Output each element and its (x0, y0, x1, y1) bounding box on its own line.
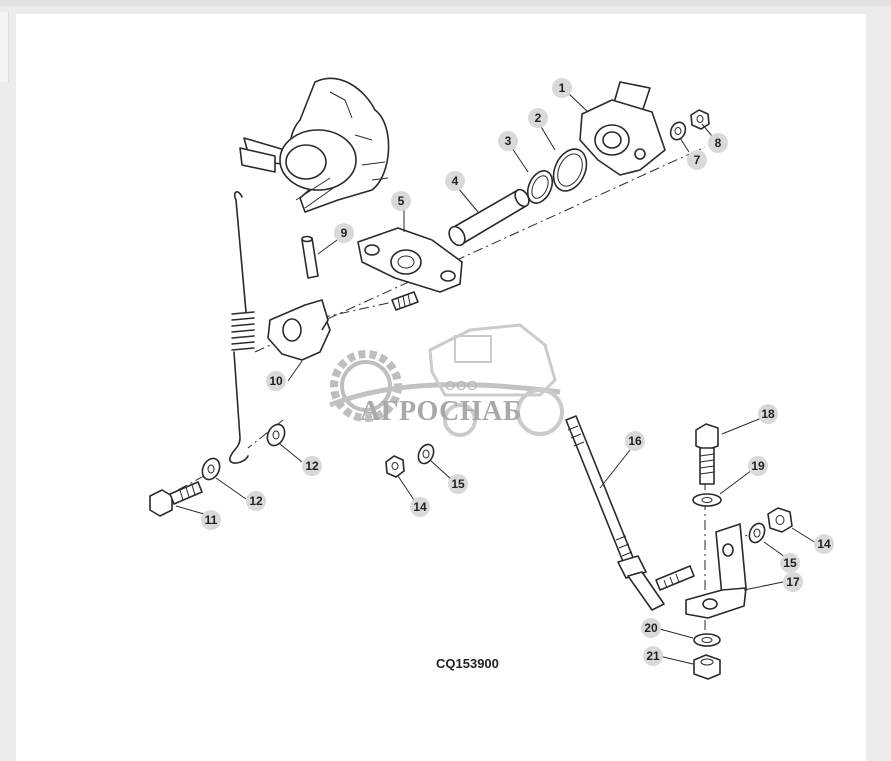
part-3-snap-ring (526, 170, 554, 204)
watermark-logo (329, 323, 564, 437)
callout-8: 8 (708, 133, 728, 153)
part-14-nut-middle (385, 455, 405, 478)
part-10-lever (267, 299, 331, 361)
part-17-bracket (685, 523, 747, 619)
leader-lines (175, 91, 817, 665)
diagram-code: CQ153900 (436, 656, 499, 671)
part-2-o-ring (552, 148, 588, 192)
part-5-flange (357, 227, 463, 293)
callout-20: 20 (641, 618, 661, 638)
part-20-washer (693, 633, 721, 647)
callout-9: 9 (334, 223, 354, 243)
callout-12: 12 (302, 456, 322, 476)
set-screw (391, 291, 419, 311)
mounting-housing (239, 77, 390, 213)
callout-11: 11 (201, 510, 221, 530)
callout-15: 15 (780, 553, 800, 573)
left-panel-edge (0, 12, 9, 82)
top-bar (0, 0, 891, 6)
part-9-roll-pin (301, 235, 319, 279)
part-15-washer-right (748, 522, 766, 544)
callout-21: 21 (643, 646, 663, 666)
callout-10: 10 (266, 371, 286, 391)
callout-18: 18 (758, 404, 778, 424)
watermark-name: АГРОСНАБ (360, 396, 522, 427)
callout-17: 17 (783, 572, 803, 592)
part-18-bolt (695, 423, 719, 485)
callout-4: 4 (445, 171, 465, 191)
callout-16: 16 (625, 431, 645, 451)
callout-14: 14 (814, 534, 834, 554)
watermark-prefix: ООО (445, 378, 479, 393)
part-1-bearing-block (579, 81, 666, 176)
spring-with-hook (229, 191, 255, 464)
part-15-washer-middle (417, 443, 435, 465)
part-19-washer (692, 493, 722, 507)
part-12-washer-right (266, 423, 286, 447)
callout-7: 7 (687, 150, 707, 170)
part-7-washer (669, 121, 687, 141)
callout-14: 14 (410, 497, 430, 517)
part-21-nut (693, 654, 721, 680)
part-4-shaft (448, 188, 530, 247)
callout-15: 15 (448, 474, 468, 494)
part-12-washer-left (201, 457, 221, 481)
part-16-rod (565, 415, 695, 611)
part-11-bolt (149, 481, 203, 517)
part-14-nut-right (767, 507, 793, 533)
callout-5: 5 (391, 191, 411, 211)
callout-3: 3 (498, 131, 518, 151)
callout-2: 2 (528, 108, 548, 128)
callout-19: 19 (748, 456, 768, 476)
callout-1: 1 (552, 78, 572, 98)
part-8-nut (690, 109, 710, 130)
callout-12: 12 (246, 491, 266, 511)
